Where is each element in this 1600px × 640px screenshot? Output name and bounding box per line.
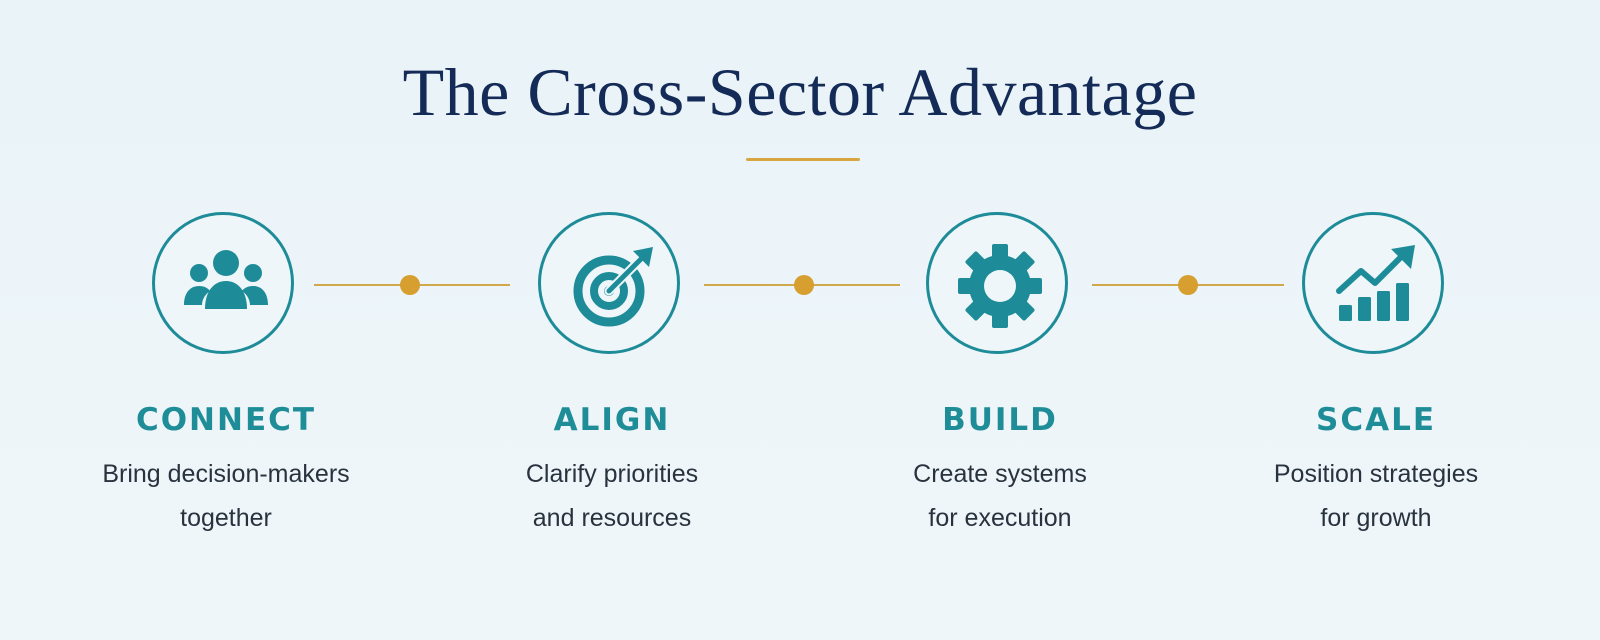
step-scale-desc-line2: for growth xyxy=(1320,504,1432,532)
people-group-icon xyxy=(184,250,268,309)
step-connect-description: Bring decision-makers together xyxy=(66,452,386,540)
step-scale-description: Position strategies for growth xyxy=(1216,452,1536,540)
step-align-desc-line2: and resources xyxy=(532,504,692,532)
step-build-desc-line2: for execution xyxy=(928,504,1072,532)
growth-chart-icon xyxy=(1336,245,1415,321)
connector-dot-3 xyxy=(1178,275,1198,295)
step-build-description: Create systems for execution xyxy=(840,452,1160,540)
gear-icon xyxy=(958,244,1042,328)
step-align-description: Clarify priorities and resources xyxy=(452,452,772,540)
step-scale-desc-line1: Position strategies xyxy=(1273,460,1479,488)
step-align-desc-line1: Clarify priorities xyxy=(525,460,699,488)
step-scale-circle xyxy=(1302,212,1444,354)
page-title: The Cross-Sector Advantage xyxy=(402,54,1198,130)
connector-dot-2 xyxy=(794,275,814,295)
target-arrow-icon xyxy=(573,247,653,327)
step-scale-label: SCALE xyxy=(1316,402,1436,438)
step-connect-circle xyxy=(152,212,294,354)
step-connect-desc-line1: Bring decision-makers xyxy=(102,460,350,488)
step-connect-desc-line2: together xyxy=(180,504,272,532)
step-align-circle xyxy=(538,212,680,354)
title-underline xyxy=(746,158,860,161)
step-build-circle xyxy=(926,212,1068,354)
step-build-label: BUILD xyxy=(942,402,1058,438)
step-align-label: ALIGN xyxy=(553,402,671,438)
step-connect-label: CONNECT xyxy=(135,402,317,438)
connector-dot-1 xyxy=(400,275,420,295)
step-build-desc-line1: Create systems xyxy=(913,460,1087,488)
